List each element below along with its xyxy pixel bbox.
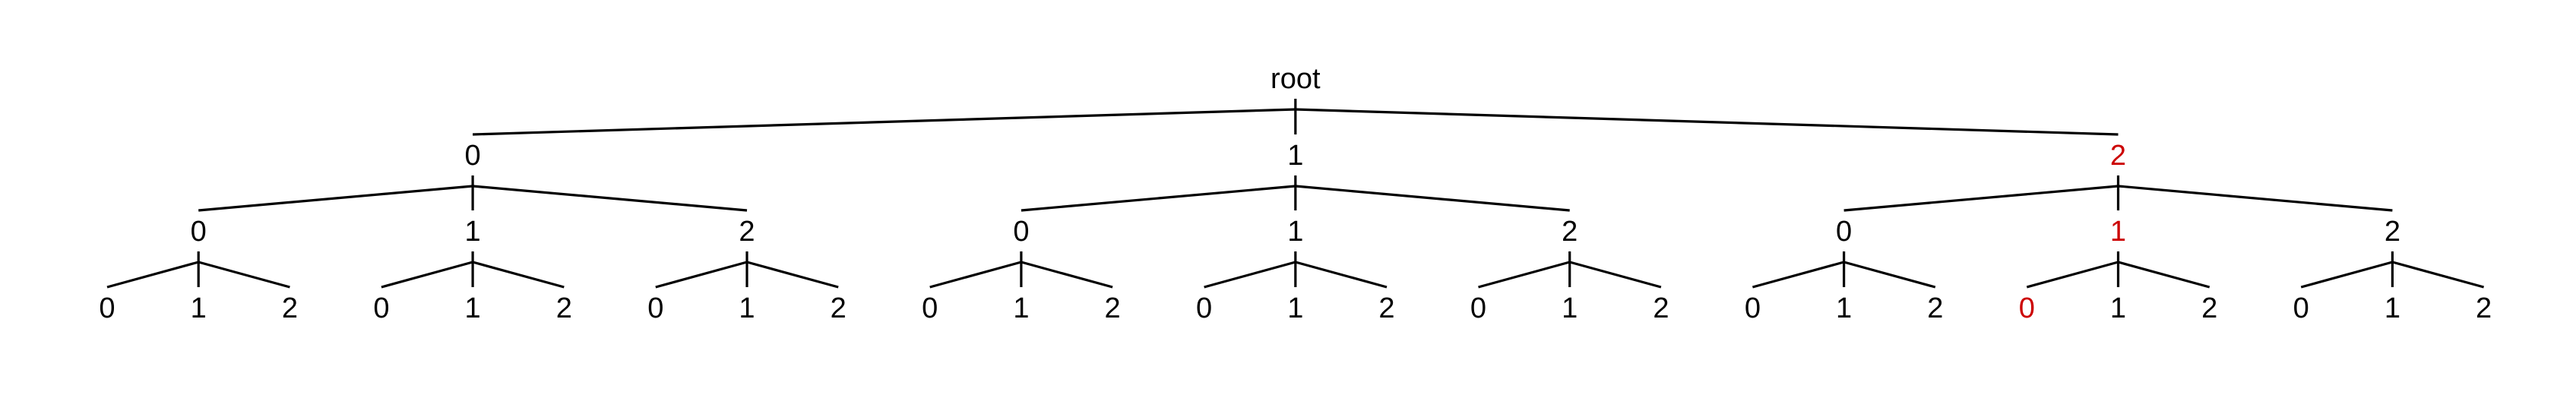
tree-node-label-depth-2: 0 bbox=[1013, 216, 1029, 248]
tree-edge bbox=[929, 261, 1022, 289]
tree-edge bbox=[1295, 261, 1388, 289]
tree-edge bbox=[2391, 261, 2485, 289]
tree-node-label-depth-3: 0 bbox=[2293, 292, 2309, 324]
tree-node-label-depth-3: 0 bbox=[1470, 292, 1486, 324]
tree-edge bbox=[1295, 185, 1570, 212]
tree-node-label-depth-2: 2 bbox=[1562, 216, 1578, 248]
tree-node-label-depth-3: 2 bbox=[1653, 292, 1669, 324]
tree-node-label-depth-3: 1 bbox=[1013, 292, 1029, 324]
tree-node-label-depth-3: 2 bbox=[282, 292, 298, 324]
tree-edge bbox=[655, 261, 748, 289]
tree-edge bbox=[1843, 261, 1936, 289]
tree-node-label-depth-3: 0 bbox=[1745, 292, 1761, 324]
tree-node-label-depth-3: 1 bbox=[191, 292, 207, 324]
tree-edge bbox=[106, 261, 199, 289]
tree-node-label-depth-2: 1 bbox=[2110, 216, 2126, 248]
tree-node-label-depth-3: 1 bbox=[465, 292, 481, 324]
tree-node-label-depth-3: 0 bbox=[647, 292, 663, 324]
tree-node-label-depth-3: 0 bbox=[373, 292, 389, 324]
tree-node-label-depth-3: 0 bbox=[922, 292, 938, 324]
tree-node-label-depth-3: 2 bbox=[1378, 292, 1394, 324]
tree-edge bbox=[1021, 185, 1296, 212]
tree-node-label-depth-2: 0 bbox=[1836, 216, 1852, 248]
tree-edges bbox=[106, 99, 2485, 289]
tree-edge bbox=[2118, 261, 2210, 289]
tree-node-label-depth-2: 0 bbox=[191, 216, 207, 248]
tree-edge bbox=[2300, 261, 2393, 289]
tree-node-label-depth-3: 1 bbox=[1287, 292, 1303, 324]
tree-node-label-depth-2: 1 bbox=[1287, 216, 1303, 248]
tree-node-label-depth-3: 0 bbox=[1196, 292, 1212, 324]
tree-node-label-depth-3: 0 bbox=[2019, 292, 2035, 324]
tree-node-labels: root 0 0 0 1 2 1 0 1 2 2 0 1 2 1 0 0 1 2 1 0 1 2 2 0 1 2 2 0 0 1 2 1 0 1 2 2… bbox=[99, 63, 2492, 324]
tree-node-label-depth-3: 2 bbox=[556, 292, 572, 324]
tree-node-label-depth-3: 2 bbox=[1105, 292, 1121, 324]
tree-node-label-depth-3: 1 bbox=[1836, 292, 1852, 324]
tree-node-label-depth-3: 2 bbox=[831, 292, 847, 324]
tree-edge bbox=[1569, 261, 1662, 289]
tree-node-label-depth-1: 0 bbox=[465, 140, 481, 172]
tree-node-label-depth-3: 1 bbox=[2110, 292, 2126, 324]
tree-edge bbox=[1752, 261, 1845, 289]
tree-node-label-depth-1: 1 bbox=[1287, 140, 1303, 172]
tree-node-label-depth-2: 2 bbox=[2385, 216, 2400, 248]
tree-edge bbox=[2026, 261, 2119, 289]
tree-node-label-depth-3: 1 bbox=[739, 292, 755, 324]
tree-node-label-depth-2: 2 bbox=[739, 216, 755, 248]
tree-node-label-depth-1: 2 bbox=[2110, 140, 2126, 172]
tree-node-label-depth-3: 0 bbox=[99, 292, 115, 324]
tree-edge bbox=[198, 261, 290, 289]
tree-node-label-depth-3: 2 bbox=[2201, 292, 2217, 324]
tree-edge bbox=[198, 185, 473, 212]
tree-node-label-depth-3: 1 bbox=[2385, 292, 2400, 324]
tree-edge bbox=[1204, 261, 1296, 289]
tree-node-label-depth-3: 1 bbox=[1562, 292, 1578, 324]
tree-edge bbox=[1843, 185, 2119, 212]
tree-edge bbox=[1478, 261, 1571, 289]
root-node-label: root bbox=[1271, 63, 1321, 95]
tree-node-label-depth-3: 2 bbox=[2476, 292, 2492, 324]
tree-edge bbox=[1295, 108, 2119, 136]
tree-edge bbox=[1021, 261, 1113, 289]
tree-edge bbox=[473, 108, 1296, 136]
tree-edge bbox=[381, 261, 473, 289]
tree-edge bbox=[472, 261, 565, 289]
tree-node-label-depth-2: 1 bbox=[465, 216, 481, 248]
tree-edge bbox=[746, 261, 839, 289]
tree-node-label-depth-3: 2 bbox=[1927, 292, 1943, 324]
tree-edge bbox=[2118, 185, 2393, 212]
tree-edge bbox=[472, 185, 748, 212]
